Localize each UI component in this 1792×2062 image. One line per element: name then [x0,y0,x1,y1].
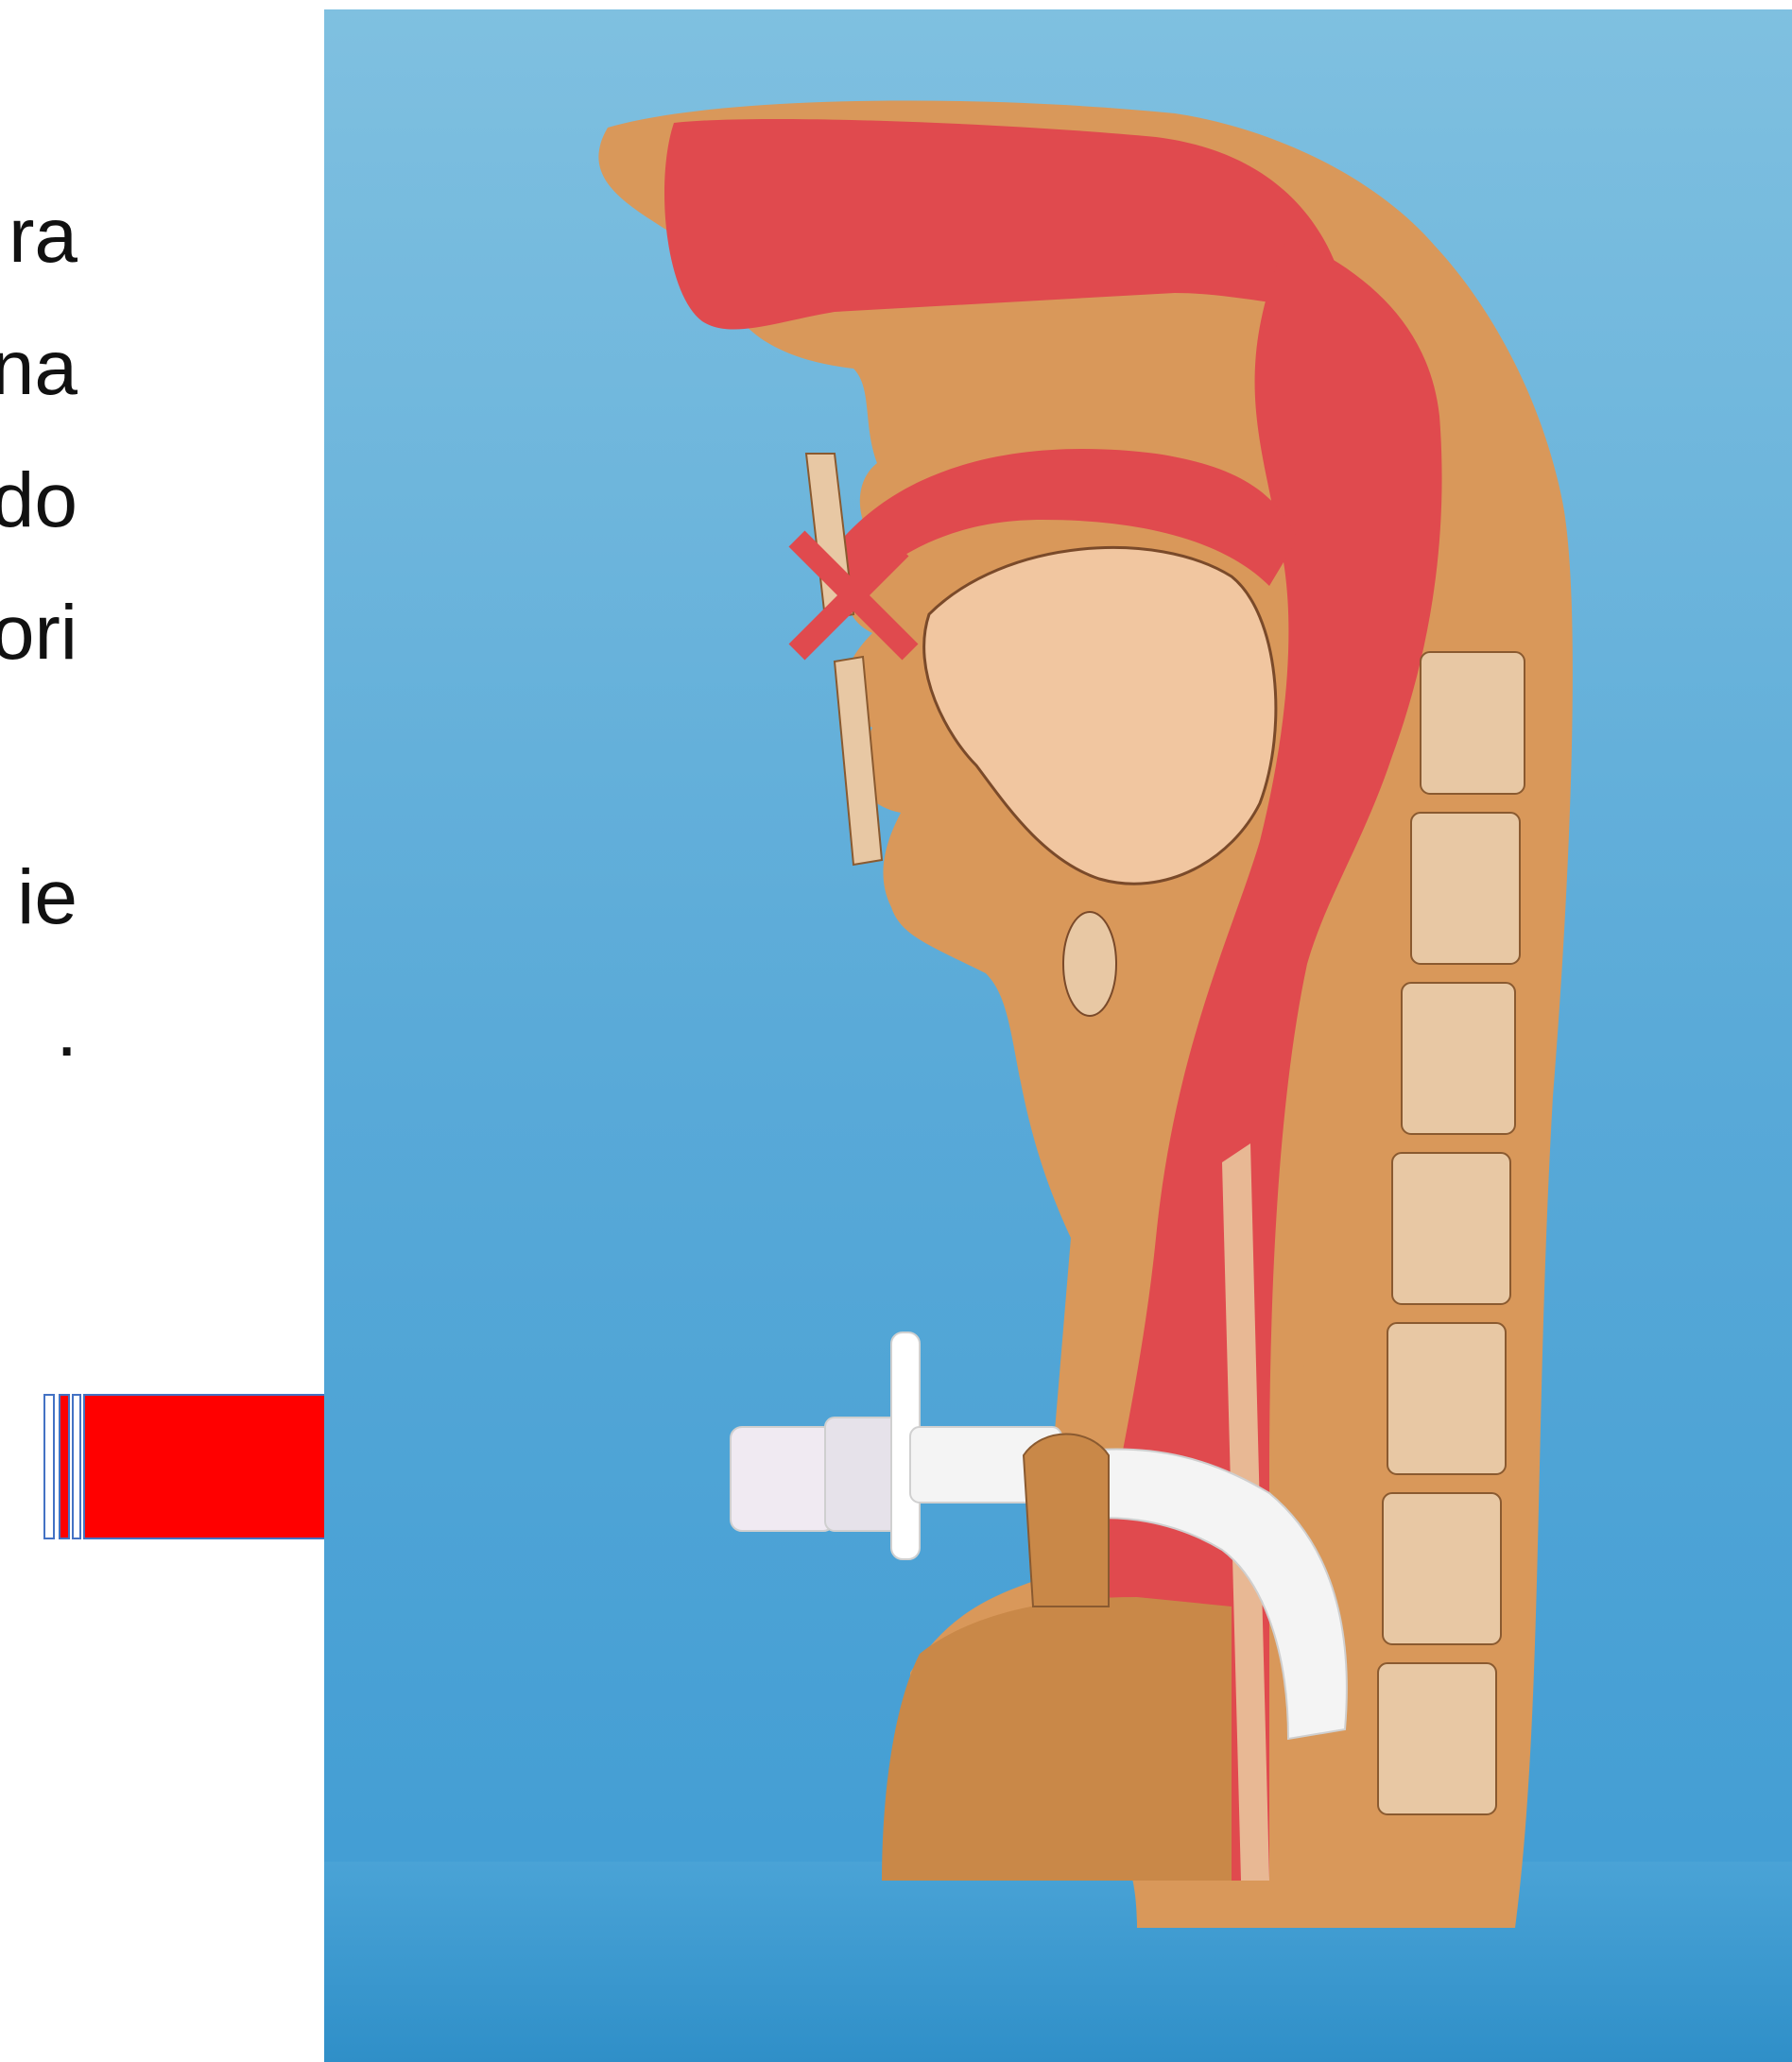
text-line: ori [0,567,85,699]
text-line: do [0,435,85,567]
text-line: na [0,302,85,435]
text-line: . [0,964,85,1096]
neck-strap [1024,1435,1109,1607]
tracheostomy-model-photo [324,9,1792,2062]
text-line: ra [0,170,85,302]
hyoid [1063,912,1116,1016]
bullet-text-column: ra na do ori ie . [0,170,85,1096]
text-line [0,699,85,832]
text-line: ie [0,832,85,964]
